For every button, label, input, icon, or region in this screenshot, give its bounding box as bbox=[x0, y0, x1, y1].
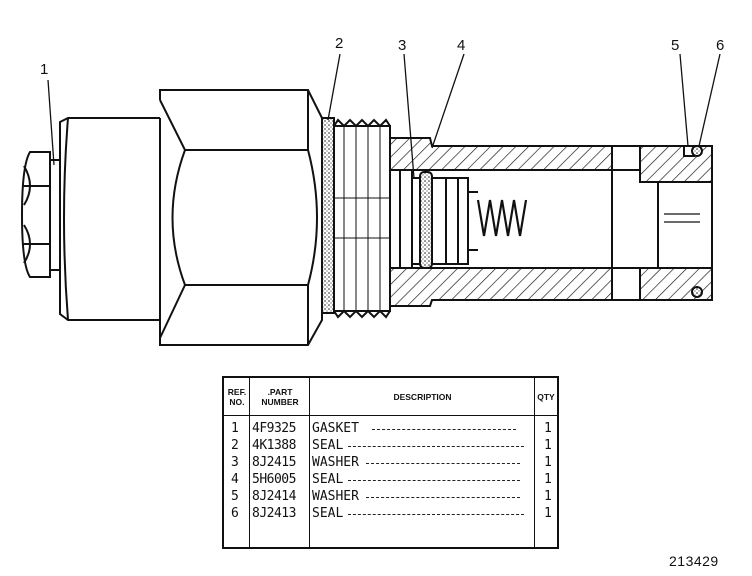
parts-list-table: REF. NO. .PART NUMBER DESCRIPTION QTY 1 … bbox=[222, 376, 559, 549]
table-row: 4 5H6005 SEAL 1 bbox=[224, 471, 557, 488]
threaded-section bbox=[333, 118, 391, 319]
row-qty: 1 bbox=[544, 472, 552, 487]
header-part-number: .PART NUMBER bbox=[250, 378, 310, 416]
row-description: SEAL bbox=[312, 506, 344, 521]
leader-dashes bbox=[366, 497, 520, 498]
callout-5: 5 bbox=[671, 37, 680, 54]
callout-4: 4 bbox=[457, 37, 466, 54]
callout-2: 2 bbox=[335, 35, 344, 52]
leader-dashes bbox=[372, 429, 516, 430]
table-row: 2 4K1388 SEAL 1 bbox=[224, 437, 557, 454]
row-part-number: 4K1388 bbox=[252, 438, 296, 453]
seal-small-lower bbox=[691, 286, 703, 298]
seal-small-upper bbox=[691, 145, 703, 157]
row-qty: 1 bbox=[544, 455, 552, 470]
row-qty: 1 bbox=[544, 421, 552, 436]
washer bbox=[411, 177, 421, 265]
leader-dashes bbox=[366, 463, 520, 464]
row-ref: 1 bbox=[231, 421, 239, 436]
valve-assembly-drawing bbox=[20, 53, 721, 346]
end-nut bbox=[20, 151, 61, 278]
header-description-label: DESCRIPTION bbox=[393, 391, 452, 402]
row-ref: 3 bbox=[231, 455, 239, 470]
row-part-number: 8J2414 bbox=[252, 489, 296, 504]
row-part-number: 8J2413 bbox=[252, 506, 296, 521]
row-part-number: 4F9325 bbox=[252, 421, 296, 436]
header-part-label: .PART NUMBER bbox=[261, 386, 299, 407]
table-row: 5 8J2414 WASHER 1 bbox=[224, 488, 557, 505]
header-qty-label: QTY bbox=[537, 391, 555, 402]
table-row: 6 8J2413 SEAL 1 bbox=[224, 505, 557, 522]
callout-6: 6 bbox=[716, 37, 725, 54]
plunger bbox=[431, 177, 478, 265]
row-qty: 1 bbox=[544, 438, 552, 453]
hex-body bbox=[59, 89, 323, 346]
row-ref: 6 bbox=[231, 506, 239, 521]
row-qty: 1 bbox=[544, 506, 552, 521]
row-description: GASKET bbox=[312, 421, 359, 436]
leader-dashes bbox=[348, 446, 524, 447]
leader-dashes bbox=[348, 514, 524, 515]
row-description: WASHER bbox=[312, 489, 359, 504]
table-row: 3 8J2415 WASHER 1 bbox=[224, 454, 557, 471]
row-description: WASHER bbox=[312, 455, 359, 470]
header-ref-label: REF. NO. bbox=[227, 386, 247, 407]
header-description: DESCRIPTION bbox=[310, 378, 535, 416]
row-ref: 2 bbox=[231, 438, 239, 453]
table-row: 1 4F9325 GASKET 1 bbox=[224, 420, 557, 437]
row-ref: 4 bbox=[231, 472, 239, 487]
header-qty: QTY bbox=[535, 378, 557, 416]
spring bbox=[476, 199, 528, 237]
drawing-number: 213429 bbox=[669, 553, 719, 569]
leader-dashes bbox=[348, 480, 520, 481]
row-description: SEAL bbox=[312, 438, 344, 453]
row-ref: 5 bbox=[231, 489, 239, 504]
row-qty: 1 bbox=[544, 489, 552, 504]
callout-1: 1 bbox=[40, 61, 49, 78]
row-part-number: 8J2415 bbox=[252, 455, 296, 470]
seal bbox=[419, 171, 433, 269]
row-part-number: 5H6005 bbox=[252, 472, 296, 487]
row-description: SEAL bbox=[312, 472, 344, 487]
callout-3: 3 bbox=[398, 37, 407, 54]
gasket bbox=[321, 117, 335, 314]
header-ref-no: REF. NO. bbox=[224, 378, 250, 416]
